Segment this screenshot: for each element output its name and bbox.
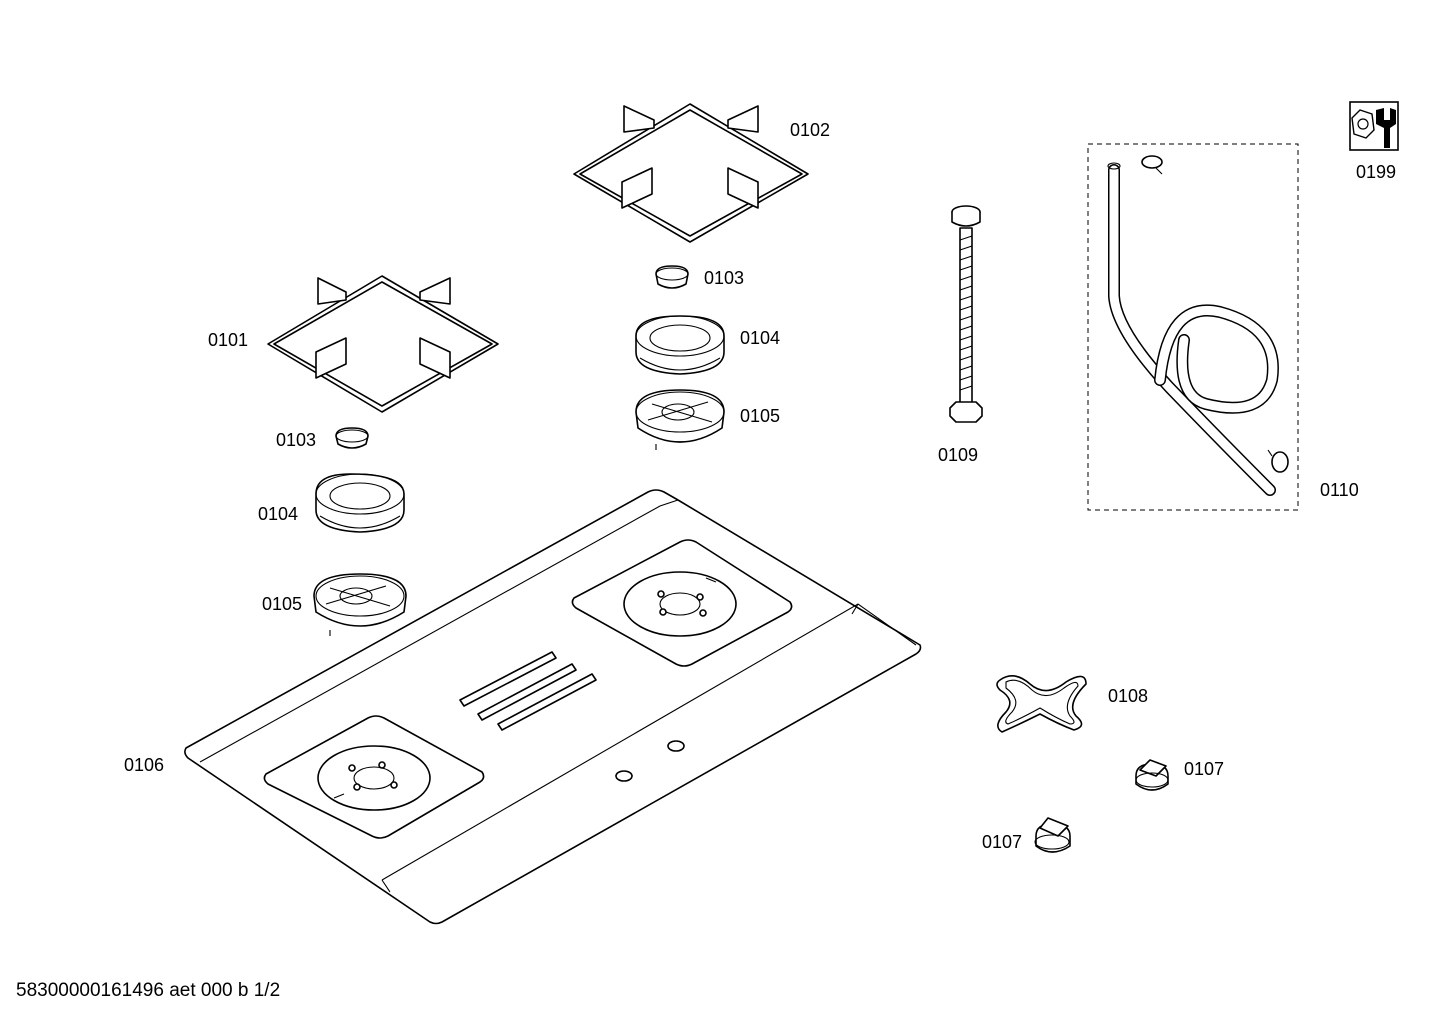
label-0106: 0106 [124, 755, 164, 775]
burner-base-left [313, 573, 407, 636]
label-0103-right: 0103 [704, 268, 744, 288]
burner-ring-left [315, 473, 405, 533]
label-0110: 0110 [1320, 480, 1359, 500]
label-0105-right: 0105 [740, 406, 780, 426]
seal-gasket [996, 675, 1087, 733]
control-knob-upper [1135, 759, 1169, 791]
gas-hose-kit [1087, 143, 1299, 511]
label-0107-upper: 0107 [1184, 759, 1224, 779]
burner-cap-left [335, 427, 369, 449]
hob-top-plate [184, 489, 922, 925]
label-0109: 0109 [938, 445, 978, 465]
wrench-nut-icon [1349, 101, 1399, 151]
control-knob-lower [1034, 817, 1071, 853]
connection-pipe [949, 205, 983, 423]
label-0104-left: 0104 [258, 504, 298, 524]
label-0104-right: 0104 [740, 328, 780, 348]
label-0199: 0199 [1356, 162, 1396, 182]
document-footer-id: 58300000161496 aet 000 b 1/2 [16, 980, 281, 1001]
label-0102: 0102 [790, 120, 830, 140]
label-0105-left: 0105 [262, 594, 302, 614]
label-0107-lower: 0107 [982, 832, 1022, 852]
pan-support-left [267, 275, 499, 413]
burner-ring-right [635, 315, 725, 375]
label-0101: 0101 [208, 330, 248, 350]
burner-cap-right [655, 265, 689, 289]
label-0103-left: 0103 [276, 430, 316, 450]
pan-support-right [573, 103, 809, 243]
label-0108: 0108 [1108, 686, 1148, 706]
burner-base-right [635, 389, 725, 450]
